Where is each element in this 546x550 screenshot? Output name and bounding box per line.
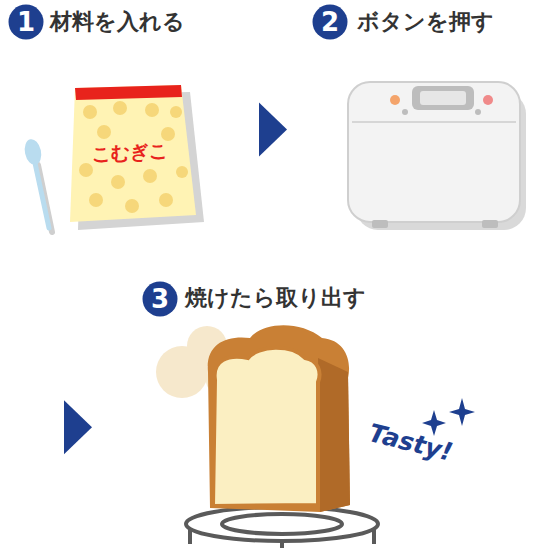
step-number: 2 <box>321 7 339 37</box>
spoon <box>22 138 52 232</box>
step-heading: 材料を入れる <box>50 8 185 36</box>
step-number-circle: 2 <box>312 4 348 40</box>
bag-label: こむぎこ <box>91 138 168 168</box>
step-panel: ボタンを押す 2 <box>305 0 541 240</box>
step-panel: 焼けたら取り出す 3 <box>110 275 520 547</box>
flour-bag <box>70 85 204 230</box>
step-panel: 材料を入れる 1 <box>5 0 240 240</box>
step-arrow <box>240 103 305 157</box>
step-heading: 焼けたら取り出す <box>185 284 366 312</box>
step-number: 3 <box>151 284 169 314</box>
step-number: 1 <box>17 7 35 37</box>
step-number-circle: 1 <box>8 4 44 40</box>
bread-machine <box>348 82 526 230</box>
step-arrow <box>64 240 423 454</box>
step-number-circle: 3 <box>142 281 178 317</box>
bread-loaf <box>208 325 350 512</box>
cooling-rack <box>186 507 378 548</box>
step-heading: ボタンを押す <box>357 8 494 36</box>
exclamation-text: Tasty! <box>366 418 456 467</box>
sparkles <box>422 398 475 436</box>
